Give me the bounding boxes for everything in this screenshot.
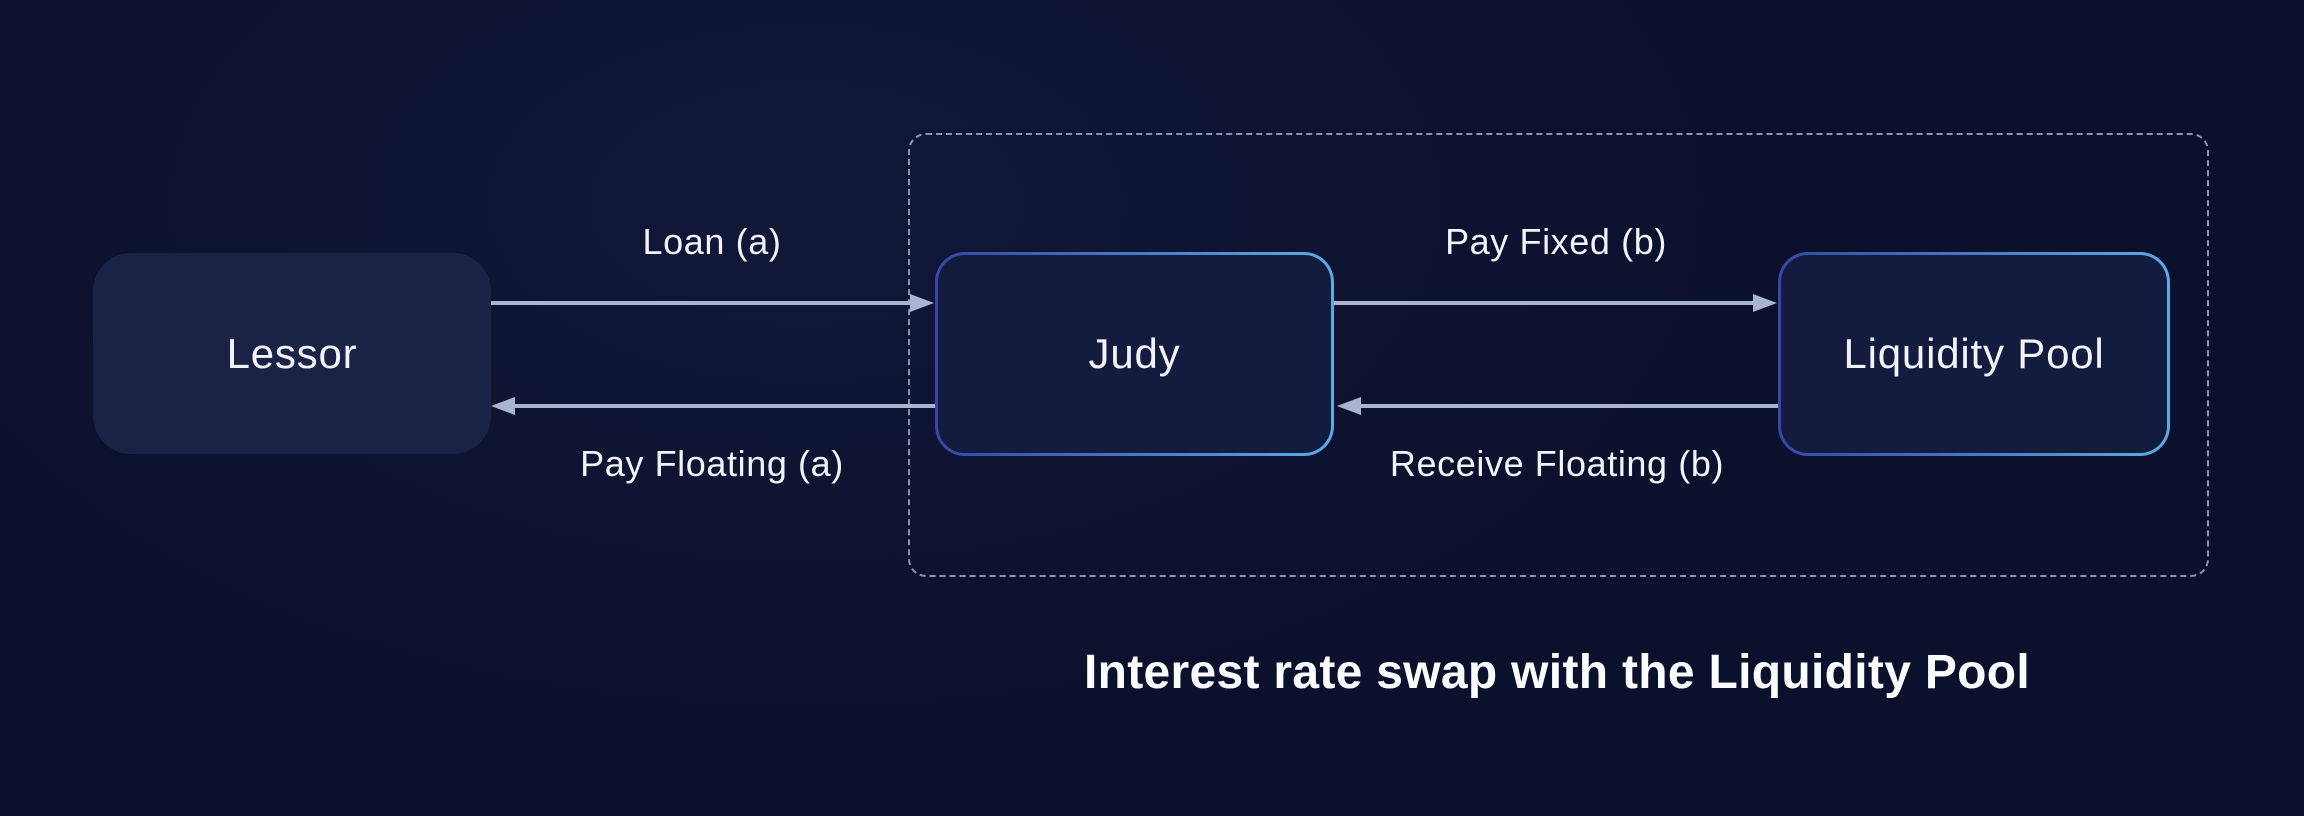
node-judy: Judy <box>935 252 1334 456</box>
diagram-caption: Interest rate swap with the Liquidity Po… <box>1083 646 2031 699</box>
arrow-pay-fixed-line <box>1334 301 1755 305</box>
flow-label-pay-floating: Pay Floating (a) <box>580 443 844 484</box>
arrowhead-right-icon <box>1753 294 1777 312</box>
arrowhead-right-icon <box>910 294 934 312</box>
flow-label-pay-fixed: Pay Fixed (b) <box>1445 221 1667 262</box>
node-lessor-label: Lessor <box>226 329 358 377</box>
node-lessor: Lessor <box>93 253 491 454</box>
node-liquidity-pool: Liquidity Pool <box>1778 252 2170 456</box>
node-liquidity-pool-label: Liquidity Pool <box>1843 329 2105 377</box>
node-judy-label: Judy <box>1088 330 1181 377</box>
arrow-pay-floating-line <box>513 404 935 408</box>
arrow-receive-floating-line <box>1359 404 1778 408</box>
flow-label-loan: Loan (a) <box>642 221 782 262</box>
flow-label-receive-floating: Receive Floating (b) <box>1389 443 1725 484</box>
arrow-loan-line <box>491 301 912 305</box>
arrowhead-left-icon <box>491 397 515 415</box>
arrowhead-left-icon <box>1337 397 1361 415</box>
swap-group-outline <box>908 133 2209 577</box>
